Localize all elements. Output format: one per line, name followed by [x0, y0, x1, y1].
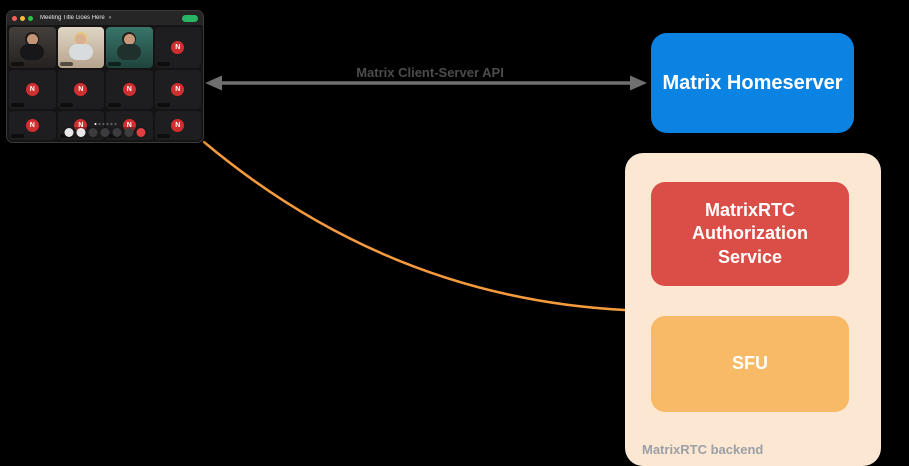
zoom-window-button[interactable]	[28, 15, 33, 21]
video-tile-person	[57, 27, 104, 68]
person-face	[26, 34, 38, 45]
participant-name-chip	[108, 103, 121, 107]
participant-name-chip	[108, 62, 121, 66]
minimize-window-button[interactable]	[20, 15, 25, 21]
authorization-service-label: MatrixRTC Authorization Service	[692, 199, 808, 267]
video-tile-avatar: N	[57, 70, 104, 109]
letter-avatar: N	[171, 83, 185, 96]
pager-dot	[102, 123, 104, 125]
sfu-node: SFU	[651, 316, 849, 412]
pager-dot	[94, 123, 96, 125]
letter-avatar: N	[122, 83, 136, 96]
person-face	[123, 34, 135, 45]
video-tile-avatar: N	[106, 70, 153, 109]
meeting-title-dropdown[interactable]: Meeting Title Goes Here	[40, 15, 105, 21]
person-torso	[117, 44, 142, 60]
person-torso	[68, 44, 93, 60]
close-window-button[interactable]	[12, 15, 17, 21]
video-tile-person	[106, 27, 153, 68]
video-tile-avatar: N	[154, 111, 201, 140]
microphone-button[interactable]	[64, 128, 74, 137]
video-tile-avatar: N	[9, 111, 56, 140]
person-face	[75, 34, 87, 45]
participant-name-chip	[59, 62, 73, 66]
participant-name-chip	[11, 103, 24, 107]
backend-caption: MatrixRTC backend	[642, 442, 764, 457]
pager-dot	[106, 123, 108, 125]
arrowhead-right	[630, 75, 647, 91]
call-control-bar	[62, 127, 148, 138]
share-call-button[interactable]	[182, 14, 198, 22]
pager-dot	[110, 123, 112, 125]
call-controls	[62, 123, 148, 138]
arrowhead-left	[205, 75, 222, 91]
video-tile-person	[9, 27, 56, 68]
reactions-button[interactable]	[112, 128, 122, 137]
pager-dot	[114, 123, 116, 125]
window-titlebar: Meeting Title Goes Here ▾	[7, 11, 203, 25]
video-tile-avatar: N	[154, 70, 201, 109]
homeserver-label: Matrix Homeserver	[662, 71, 843, 94]
video-tile-avatar: N	[9, 70, 56, 109]
tile-pagination-dots	[94, 123, 116, 125]
client-backend-curve	[202, 140, 627, 312]
letter-avatar: N	[171, 119, 185, 132]
letter-avatar: N	[171, 41, 185, 54]
letter-avatar: N	[25, 83, 39, 96]
video-tile-avatar: N	[154, 27, 201, 68]
person-torso	[20, 44, 45, 60]
camera-button[interactable]	[76, 128, 86, 137]
participant-name-chip	[156, 134, 170, 138]
letter-avatar: N	[74, 83, 88, 96]
sfu-label: SFU	[732, 353, 768, 374]
participant-name-chip	[156, 103, 170, 107]
backend-container: MatrixRTC Authorization Service SFU Matr…	[625, 153, 881, 466]
more-options-button[interactable]	[124, 128, 134, 137]
screenshare-button[interactable]	[88, 128, 98, 137]
participant-name-chip	[156, 62, 170, 66]
chevron-down-icon: ▾	[108, 15, 112, 21]
api-arrow-label: Matrix Client-Server API	[356, 65, 504, 80]
letter-avatar: N	[25, 119, 39, 132]
homeserver-node: Matrix Homeserver	[651, 33, 854, 133]
raise-hand-button[interactable]	[100, 128, 110, 137]
participant-name-chip	[59, 103, 73, 107]
participant-name-chip	[11, 134, 24, 138]
authorization-service-node: MatrixRTC Authorization Service	[651, 182, 849, 286]
hangup-button[interactable]	[136, 128, 146, 137]
pager-dot	[98, 123, 100, 125]
participant-name-chip	[11, 62, 24, 66]
